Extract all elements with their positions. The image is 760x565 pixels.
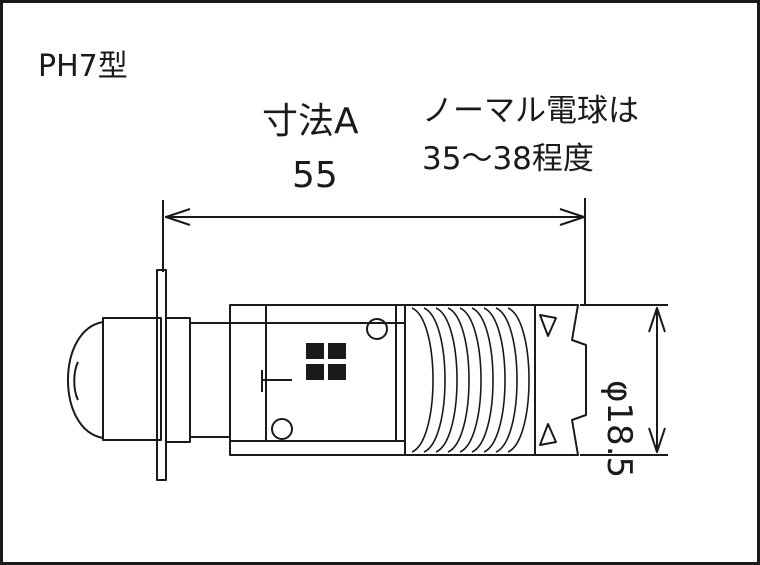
dim-a-arrow [165,208,585,226]
bulb-neck [102,317,162,441]
normal-bulb-note-line1: ノーマル電球は [422,93,639,129]
bulb-socket [189,322,231,438]
dimension-a-value: 55 [292,155,338,196]
dimension-a-label: 寸法A [262,101,359,142]
normal-bulb-note-line2: 35〜38程度 [422,141,594,177]
led-board [265,304,397,442]
heatsink [404,304,536,456]
dia-arrow [648,307,666,453]
bulb-lens-inner [73,361,79,401]
bulb-collar [165,317,191,443]
mount-hole-bottom [271,418,293,440]
rear-cap [534,304,587,456]
bulb-type-title: PH7型 [38,49,128,84]
rear-cap-clip-top [539,314,557,337]
bulb-lens [67,321,104,439]
rear-cap-clip-bottom [539,423,557,446]
led-chips [306,343,346,380]
heatsink-fins [411,307,530,453]
mount-hole-top [366,318,388,340]
